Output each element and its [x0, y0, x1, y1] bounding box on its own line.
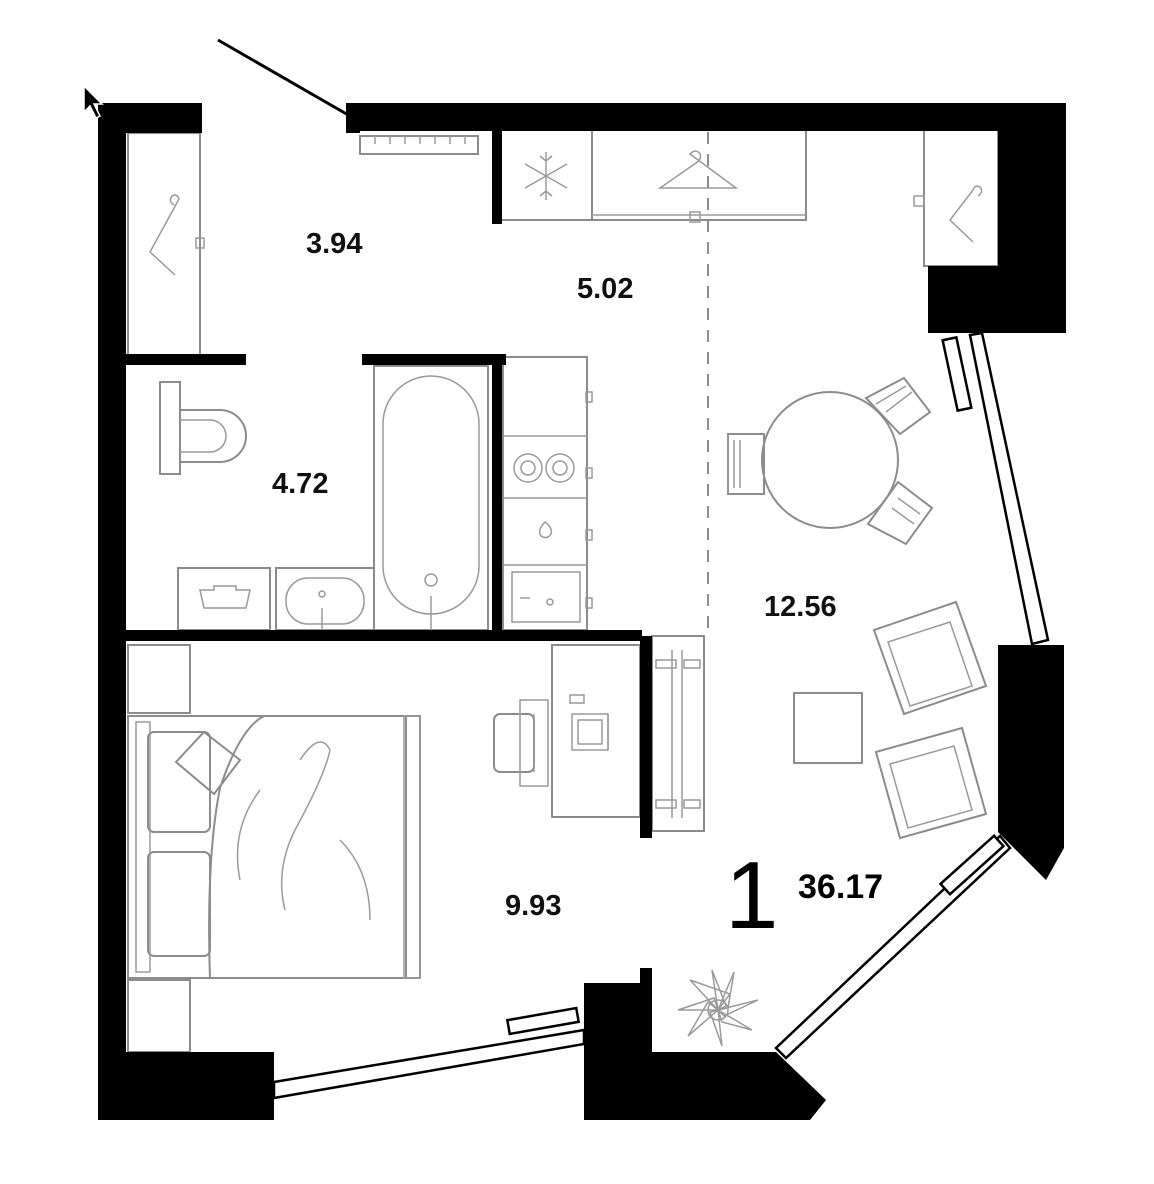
- window: [272, 1028, 586, 1100]
- washing-machine: [177, 567, 271, 631]
- chair-icon: [727, 433, 765, 495]
- kitchen-sink-icon: [538, 521, 553, 539]
- toilet: [159, 381, 247, 475]
- laptop-icon: [571, 713, 609, 751]
- area-label-corridor: 5.02: [577, 273, 633, 305]
- rooms-count: 1: [725, 842, 778, 949]
- kitchen-unit: [502, 356, 593, 631]
- cursor-icon: [83, 84, 104, 120]
- area-label-bedroom: 9.93: [505, 890, 561, 922]
- coffee-table: [793, 692, 863, 764]
- desk-chair-icon: [493, 699, 549, 787]
- hanger-icon: [948, 185, 983, 243]
- dishwasher-icon: [511, 571, 581, 623]
- armchair: [872, 600, 988, 716]
- snowflake-icon: [524, 152, 568, 200]
- hall-wardrobe: [127, 132, 205, 356]
- entrance-door: [217, 38, 351, 118]
- dining-table: [727, 376, 934, 546]
- stove-icon: [513, 453, 575, 483]
- fridge: [499, 129, 593, 221]
- area-label-living-kitchen: 12.56: [764, 591, 837, 623]
- total-area: 36.17: [798, 868, 883, 906]
- bedroom-wardrobe: [651, 635, 705, 832]
- walls: [98, 103, 1066, 1120]
- bathtub: [373, 365, 489, 631]
- double-bed: [127, 715, 421, 979]
- corridor-wardrobe: [591, 129, 807, 223]
- plant-icon: [677, 969, 759, 1047]
- window: [968, 331, 1050, 646]
- openings: [217, 38, 1050, 1100]
- bedside-shelf: [127, 979, 191, 1053]
- sink: [275, 567, 375, 631]
- fixtures: [127, 129, 999, 1053]
- chair-icon: [864, 376, 932, 436]
- armchair: [874, 726, 988, 840]
- desk: [551, 644, 641, 818]
- area-label-hall: 3.94: [306, 228, 362, 260]
- hanger-icon: [657, 150, 739, 189]
- area-label-bathroom: 4.72: [272, 468, 328, 500]
- radiator: [359, 135, 479, 155]
- hanger-icon: [149, 194, 180, 276]
- chair-icon: [866, 480, 934, 546]
- living-wardrobe: [913, 129, 999, 267]
- bedside-shelf: [127, 644, 191, 714]
